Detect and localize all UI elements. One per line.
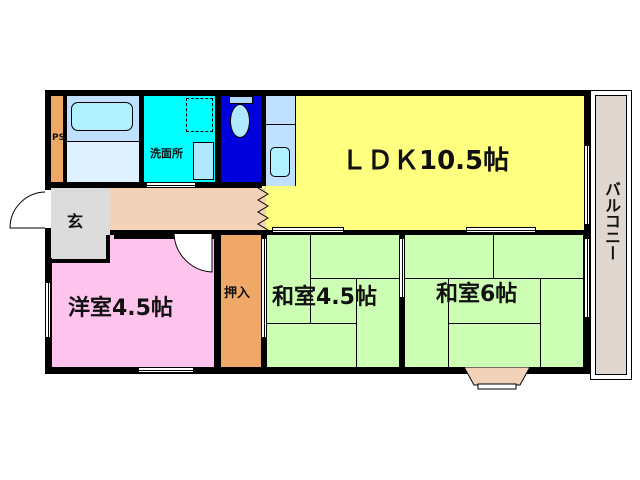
window — [261, 238, 267, 338]
window — [272, 227, 344, 233]
bathtub-icon — [71, 102, 133, 131]
balcony: バルコニー — [590, 90, 632, 380]
western-label: 洋室4.5帖 — [68, 296, 173, 321]
western-door-swing — [173, 233, 213, 273]
japanese-room-small — [267, 235, 399, 367]
balcony-label: バルコニー — [602, 181, 621, 261]
closet: 押入 — [221, 235, 261, 367]
toilet — [221, 96, 261, 182]
window — [45, 282, 51, 338]
japanese-small-label: 和室4.5帖 — [272, 285, 377, 310]
ldk-label: ＬＤＫ10.5帖 — [341, 146, 510, 176]
bay-window — [463, 367, 531, 390]
window — [399, 238, 405, 298]
partition-zigzag — [257, 188, 269, 230]
kitchen-sink-icon — [270, 147, 290, 177]
window — [146, 182, 196, 188]
bathroom — [67, 96, 139, 182]
window — [584, 238, 590, 318]
japanese-large-label: 和室6帖 — [436, 282, 518, 307]
window — [584, 145, 590, 225]
washer-space-icon — [186, 98, 213, 132]
ldk-room: ＬＤＫ10.5帖 — [296, 96, 584, 230]
washroom: 洗面所 — [144, 96, 215, 182]
toilet-icon — [230, 104, 250, 138]
pipe-space: PS — [51, 96, 65, 182]
hallway — [110, 188, 266, 230]
window — [138, 367, 194, 373]
japanese-room-large — [405, 235, 583, 367]
kitchen-counter — [266, 96, 296, 186]
window — [466, 227, 536, 233]
front-door-swing — [9, 191, 47, 229]
sink-icon — [193, 142, 214, 180]
